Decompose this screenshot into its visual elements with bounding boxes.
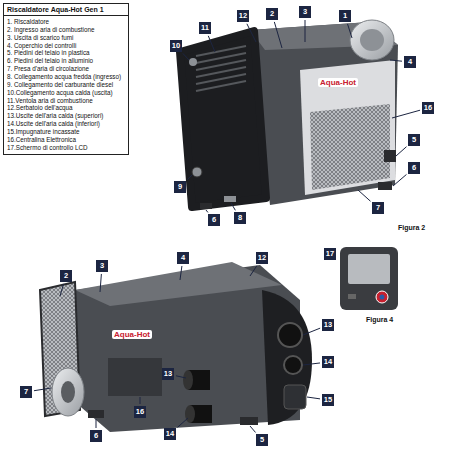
table-title: Riscaldatore Aqua-Hot Gen 1 [4, 4, 128, 16]
part-entry: 11.Ventola aria di combustione [7, 97, 125, 105]
part-entry: 7. Presa d'aria di circolazione [7, 65, 125, 73]
callout-number: 4 [177, 252, 189, 264]
heater-figure-2 [180, 20, 398, 209]
part-entry: 14.Uscite dell'aria calda (inferiori) [7, 120, 125, 128]
part-entry: 17.Schermo di controllo LCD [7, 144, 125, 152]
leader-line [390, 60, 402, 61]
brand-logo: Aqua-Hot [112, 330, 152, 339]
callout-number: 17 [324, 248, 336, 260]
leader-line [305, 20, 306, 42]
leader-line [183, 53, 189, 60]
callout-number: 13 [162, 368, 174, 380]
callout-number: 16 [134, 406, 146, 418]
callout-number: 3 [96, 260, 108, 272]
callout-number: 5 [256, 434, 268, 446]
leader-line [206, 210, 208, 212]
part-entry: 5. Piedini del telaio in plastica [7, 49, 125, 57]
part-entry: 13.Uscite dell'aria calda (superiori) [7, 112, 125, 120]
leader-line [358, 190, 371, 201]
heater-figure-rear [40, 262, 312, 432]
callout-number: 7 [20, 386, 32, 398]
figure-label: Figura 4 [366, 316, 393, 323]
callout-number: 13 [322, 319, 334, 331]
part-entry: 8. Collegamento acqua fredda (ingresso) [7, 73, 125, 81]
brand-logo: Aqua-Hot [318, 78, 358, 87]
leader-line [250, 266, 257, 276]
callout-number: 8 [234, 212, 246, 224]
leader-line [250, 426, 256, 432]
leader-line [348, 24, 352, 38]
callout-number: 14 [322, 356, 334, 368]
callout-number: 2 [60, 270, 72, 282]
part-entry: 1. Riscaldatore [7, 18, 125, 26]
leader-line [392, 110, 420, 118]
callout-number: 14 [164, 428, 176, 440]
lcd-panel [340, 247, 398, 310]
leader-line [187, 175, 192, 180]
callout-number: 2 [266, 8, 278, 20]
leader-line [60, 284, 64, 296]
callout-number: 16 [422, 102, 434, 114]
parts-table: Riscaldatore Aqua-Hot Gen 1 1. Riscaldat… [3, 3, 129, 155]
part-entry: 12.Serbatoio dell'acqua [7, 104, 125, 112]
part-entry: 4. Coperchio dei controlli [7, 42, 125, 50]
leader-line [274, 22, 282, 48]
callout-number: 3 [299, 6, 311, 18]
part-entry: 9. Collegamento del carburante diesel [7, 81, 125, 89]
callout-number: 6 [408, 162, 420, 174]
callout-number: 7 [372, 202, 384, 214]
part-entry: 15.Impugnature incassate [7, 128, 125, 136]
leader-line [96, 419, 97, 428]
leader-line [208, 36, 215, 52]
callout-number: 6 [90, 430, 102, 442]
figure-label: Figura 2 [398, 224, 425, 231]
callout-number: 12 [237, 10, 249, 22]
part-entry: 2. Ingresso aria di combustione [7, 26, 125, 34]
callout-number: 11 [199, 22, 211, 34]
part-entry: 6. Piedini del telaio in alluminio [7, 57, 125, 65]
leader-line [100, 274, 101, 292]
callout-number: 4 [404, 56, 416, 68]
leader-line [34, 388, 51, 391]
callout-number: 6 [208, 214, 220, 226]
leader-line [231, 203, 235, 210]
callout-number: 5 [408, 134, 420, 146]
leader-line [180, 266, 182, 280]
callout-number: 12 [256, 252, 268, 264]
part-entry: 3. Uscita di scarico fumi [7, 34, 125, 42]
leader-line [247, 24, 256, 42]
callout-number: 9 [174, 181, 186, 193]
part-entry: 16.Centralina Elettronica [7, 136, 125, 144]
leader-line [303, 363, 320, 365]
leader-line [303, 328, 320, 335]
callout-number: 1 [339, 10, 351, 22]
leader-line [177, 418, 188, 427]
leader-line [396, 147, 407, 156]
leader-line [393, 174, 406, 186]
leader-line [140, 397, 141, 404]
callout-number: 10 [170, 40, 182, 52]
leader-line [307, 397, 320, 399]
part-entry: 10.Collegamento acqua calda (uscita) [7, 89, 125, 97]
leader-line [176, 376, 186, 378]
callout-number: 15 [322, 394, 334, 406]
